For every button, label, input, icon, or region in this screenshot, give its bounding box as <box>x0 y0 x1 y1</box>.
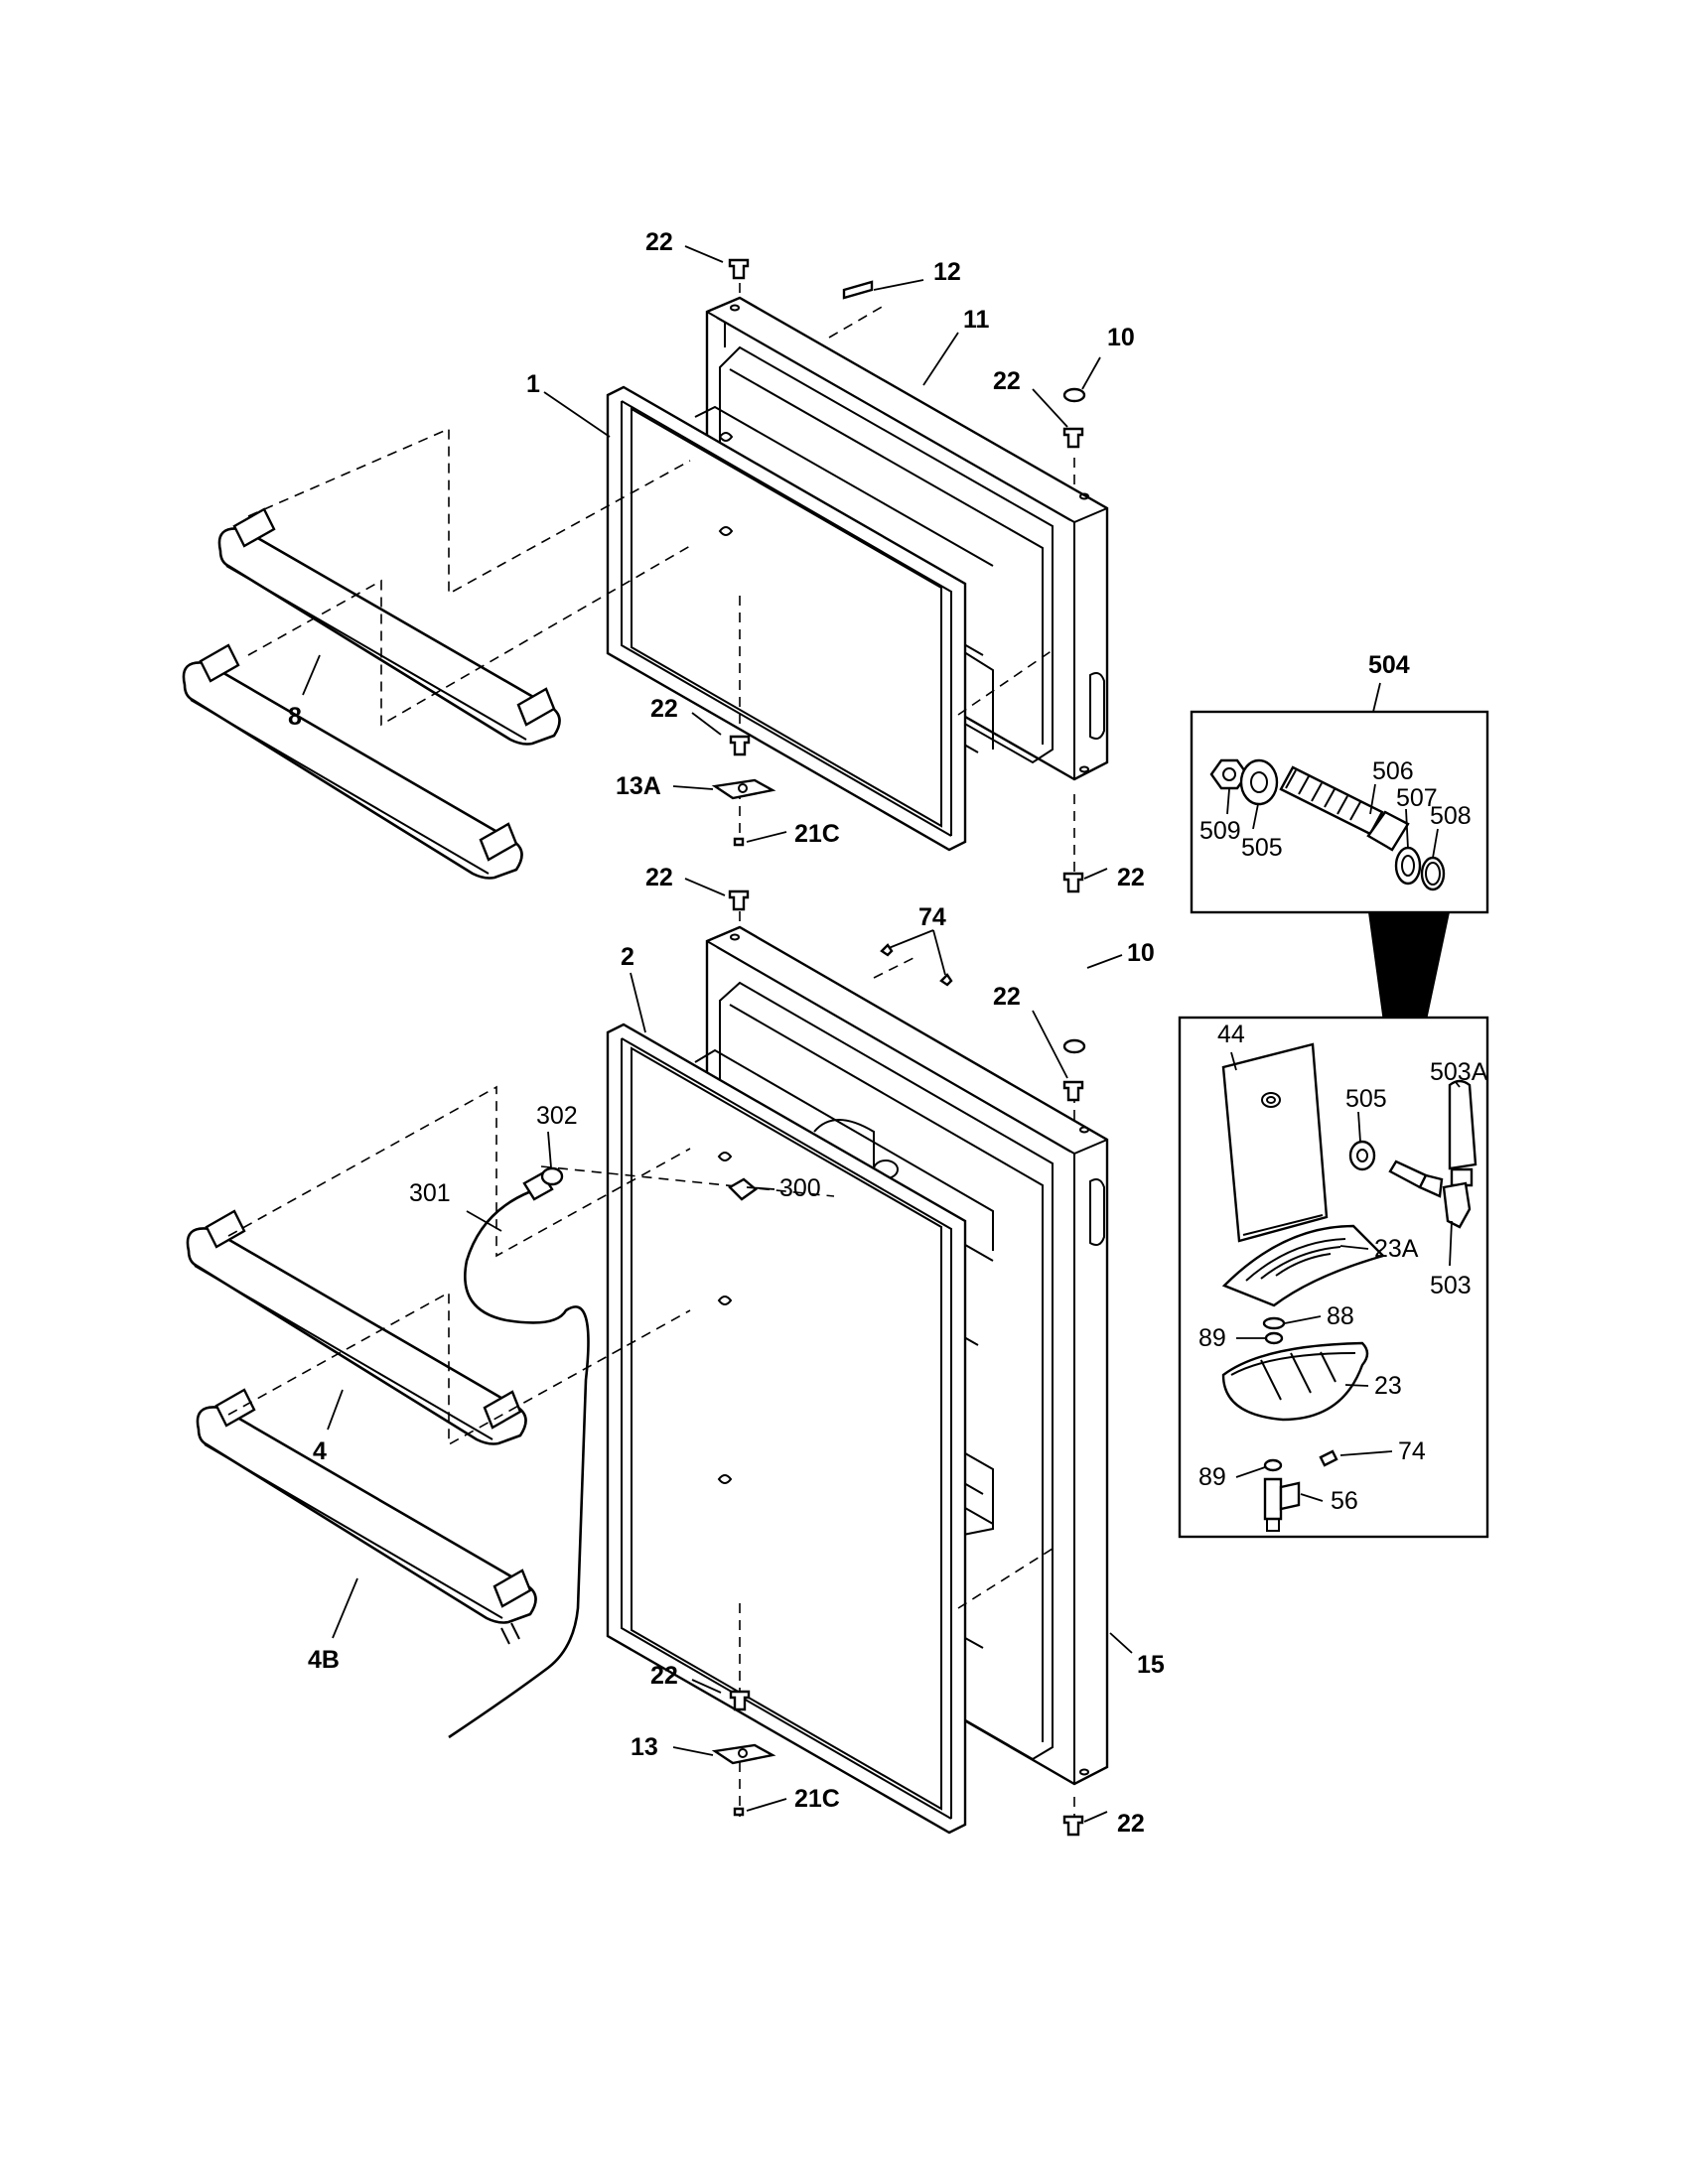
part-label: 503A <box>1430 1058 1488 1086</box>
threaded-tube-icon <box>1279 765 1384 836</box>
inset-dispenser-labels: 44 505 503A 23A 503 88 89 23 74 89 56 <box>1198 1021 1488 1515</box>
inset-504-labels: 504 509 505 506 507 508 <box>1199 651 1472 862</box>
lower-alignment-lines <box>227 897 1075 1819</box>
part-label: 22 <box>650 1662 678 1690</box>
part-label: 509 <box>1199 817 1241 845</box>
lever-icon <box>1448 1079 1477 1170</box>
drip-tray-icon <box>1221 1341 1369 1422</box>
o-ring-icon <box>1262 1316 1286 1330</box>
part-label: 89 <box>1198 1463 1226 1491</box>
part-label: 22 <box>645 228 673 256</box>
part-label: 13 <box>631 1733 658 1761</box>
lower-leader-lines <box>327 878 1133 1823</box>
inset-504-dispenser-tube <box>1190 682 1489 914</box>
screw-icon <box>728 889 750 911</box>
lower-door-assembly <box>606 925 1109 1835</box>
plug-icon <box>1062 387 1086 403</box>
part-label: 301 <box>409 1179 451 1207</box>
lower-door-shelves <box>186 1209 537 1624</box>
part-label: 11 <box>963 306 990 334</box>
screw-icon <box>733 837 745 847</box>
upper-labels: 22 12 11 10 22 1 8 22 13A 21C 22 <box>288 228 1145 891</box>
inset-dispenser-detail <box>1178 1016 1489 1539</box>
ring-icon <box>1394 846 1422 886</box>
part-label: 506 <box>1372 757 1414 785</box>
part-label: 1 <box>526 370 540 398</box>
part-label: 23 <box>1374 1372 1402 1400</box>
part-label: 12 <box>933 258 961 286</box>
bracket-icon <box>1442 1181 1472 1229</box>
part-label: 8 <box>288 703 302 731</box>
part-label: 22 <box>993 367 1021 395</box>
part-label: 21C <box>794 820 840 848</box>
part-label: 302 <box>536 1102 578 1130</box>
washer-icon <box>1348 1140 1376 1171</box>
part-label: 4B <box>308 1646 340 1674</box>
part-label: 503 <box>1430 1272 1472 1299</box>
clip-icon <box>939 973 953 987</box>
upper-alignment-lines <box>247 266 1075 874</box>
part-label: 74 <box>918 903 946 931</box>
screw-icon <box>728 258 750 280</box>
part-label: 22 <box>1117 1810 1145 1838</box>
part-label: 508 <box>1430 802 1472 830</box>
hinge-icon <box>711 1743 776 1765</box>
hinge-icon <box>711 778 776 800</box>
part-label: 505 <box>1241 834 1283 862</box>
screw-icon <box>729 1690 751 1711</box>
ring-icon <box>540 1166 564 1186</box>
screw-icon <box>1062 427 1084 449</box>
screw-icon <box>1062 1815 1084 1837</box>
part-label: 22 <box>1117 864 1145 891</box>
part-label: 56 <box>1331 1487 1358 1515</box>
screw-icon <box>1062 1080 1084 1102</box>
part-label: 2 <box>621 943 634 971</box>
upper-leader-lines <box>302 245 1108 880</box>
washer-icon <box>1239 758 1279 806</box>
part-label: 13A <box>616 772 661 800</box>
fitting-icon <box>728 1177 758 1201</box>
o-ring-icon <box>1264 1331 1284 1345</box>
water-tube <box>448 1171 590 1739</box>
lower-labels: 22 74 10 22 2 302 301 300 4 4B 22 13 21C… <box>308 864 1165 1838</box>
dispenser-panel-icon <box>1221 1042 1329 1243</box>
o-ring-icon <box>1263 1458 1283 1472</box>
part-label: 10 <box>1127 939 1155 967</box>
part-label: 22 <box>650 695 678 723</box>
part-label: 44 <box>1217 1021 1245 1048</box>
valve-icon <box>1263 1477 1283 1521</box>
part-label: 22 <box>645 864 673 891</box>
part-label: 4 <box>313 1437 327 1465</box>
part-label: 505 <box>1345 1085 1387 1113</box>
screw-icon <box>729 735 751 756</box>
screw-icon <box>1062 872 1084 893</box>
part-label: 21C <box>794 1785 840 1813</box>
part-label: 10 <box>1107 324 1135 351</box>
part-label: 89 <box>1198 1324 1226 1352</box>
part-label: 23A <box>1374 1235 1419 1263</box>
part-label: 300 <box>779 1174 821 1202</box>
part-label: 15 <box>1137 1651 1165 1679</box>
part-label: 22 <box>993 983 1021 1011</box>
plug-icon <box>1062 1038 1086 1054</box>
label-plate-icon <box>842 280 874 300</box>
part-label: 507 <box>1396 784 1438 812</box>
part-label: 504 <box>1368 651 1410 679</box>
upper-door-assembly <box>606 296 1109 852</box>
part-label: 74 <box>1398 1437 1426 1465</box>
screw-icon <box>733 1807 745 1817</box>
upper-small-parts <box>711 258 1086 893</box>
lower-small-parts <box>540 889 1086 1837</box>
screw-icon <box>1319 1449 1338 1467</box>
part-label: 88 <box>1327 1302 1354 1330</box>
upper-door-shelves <box>182 507 561 880</box>
